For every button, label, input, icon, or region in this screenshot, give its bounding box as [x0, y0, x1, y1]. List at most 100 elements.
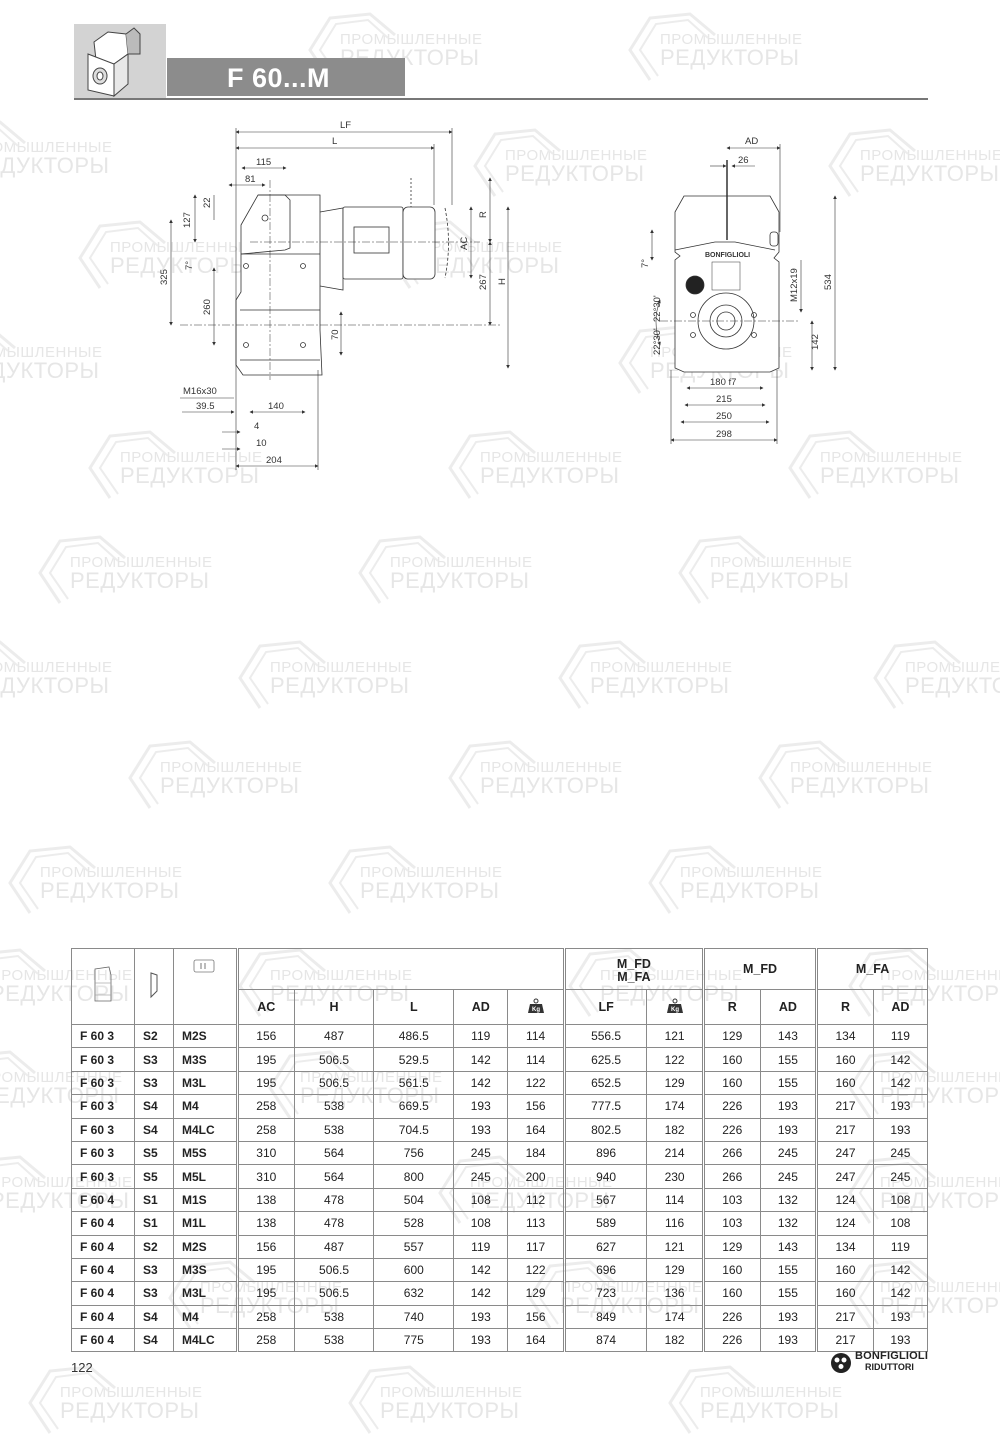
value-cell: 193	[872, 1328, 929, 1353]
model-cell: F 60 3	[71, 1023, 135, 1049]
model-cell: F 60 4	[71, 1328, 135, 1353]
value-cell: 478	[293, 1187, 375, 1213]
value-cell: 704.5	[373, 1117, 455, 1142]
value-cell: 193	[759, 1094, 818, 1119]
value-cell: 112	[507, 1187, 565, 1213]
value-cell: 156	[236, 1023, 295, 1049]
watermark-logo-icon	[678, 535, 766, 604]
watermark-logo-icon	[873, 640, 961, 709]
value-cell: 245	[872, 1140, 929, 1166]
watermark-logo-icon	[648, 845, 736, 914]
svg-text:AC: AC	[459, 237, 470, 250]
value-cell: 164	[507, 1117, 565, 1142]
value-cell: 129	[701, 1023, 761, 1049]
svg-text:Kg: Kg	[671, 1007, 679, 1013]
value-cell: 486.5	[373, 1023, 455, 1049]
value-cell: 132	[759, 1187, 818, 1213]
value-cell: 193	[872, 1117, 929, 1142]
size-cell: S3	[134, 1257, 174, 1283]
value-cell: 195	[236, 1257, 295, 1283]
svg-text:142: 142	[810, 334, 821, 350]
gearbox-icon	[87, 27, 141, 98]
value-cell: 129	[646, 1070, 704, 1096]
motor-cell: M2S	[173, 1023, 238, 1049]
value-cell: 487	[293, 1023, 375, 1049]
value-cell: 310	[236, 1164, 295, 1189]
size-cell: S5	[134, 1140, 174, 1166]
value-cell: 195	[236, 1047, 295, 1072]
value-cell: 156	[507, 1094, 565, 1119]
value-cell: 723	[562, 1281, 648, 1306]
value-cell: 155	[759, 1047, 818, 1072]
mfa-group-header: M_FA	[815, 948, 928, 990]
model-cell: F 60 4	[71, 1234, 135, 1259]
value-cell: 896	[562, 1140, 648, 1166]
value-cell: 556.5	[562, 1023, 648, 1049]
value-cell: 156	[507, 1304, 565, 1330]
value-cell: 160	[701, 1257, 761, 1283]
weight-icon: Kg	[527, 998, 544, 1013]
value-cell: 849	[562, 1304, 648, 1330]
value-cell: 226	[701, 1094, 761, 1119]
watermark-logo-icon	[0, 1155, 46, 1182]
svg-text:22°30': 22°30'	[652, 295, 663, 322]
value-cell: 193	[759, 1328, 818, 1353]
flange-icon	[150, 972, 158, 999]
value-cell: 740	[373, 1304, 455, 1330]
model-cell: F 60 4	[71, 1304, 135, 1330]
value-cell: 119	[872, 1023, 929, 1049]
value-cell: 226	[701, 1328, 761, 1353]
value-cell: 200	[507, 1164, 565, 1189]
motor-cell: M2S	[173, 1234, 238, 1259]
value-cell: 266	[701, 1164, 761, 1189]
value-cell: 174	[646, 1094, 704, 1119]
motor-icon	[193, 959, 215, 973]
product-thumbnail	[74, 24, 166, 98]
svg-text:39.5: 39.5	[196, 401, 215, 412]
header-flange-icon-cell	[134, 948, 174, 1025]
value-cell: 182	[646, 1117, 704, 1142]
motor-cell: M4	[173, 1094, 238, 1119]
value-cell: 108	[872, 1187, 929, 1213]
value-cell: 567	[562, 1187, 648, 1213]
header-gearbox-icon-cell	[71, 948, 135, 1025]
watermark-logo-icon	[668, 1365, 756, 1434]
svg-text:127: 127	[182, 212, 193, 228]
value-cell: 142	[872, 1257, 929, 1283]
value-cell: 245	[872, 1164, 929, 1189]
bonfiglioli-logo-icon	[831, 1353, 851, 1373]
column-header-ad: AD	[453, 989, 509, 1025]
value-cell: 155	[759, 1281, 818, 1306]
svg-text:140: 140	[268, 401, 284, 412]
svg-text:7°: 7°	[640, 259, 651, 268]
svg-text:10: 10	[256, 438, 267, 449]
value-cell: 247	[815, 1140, 874, 1166]
svg-text:215: 215	[716, 394, 732, 405]
svg-text:22°30': 22°30'	[652, 328, 663, 355]
value-cell: 589	[562, 1211, 648, 1236]
watermark-logo-icon	[328, 845, 416, 914]
svg-text:267: 267	[478, 274, 489, 290]
value-cell: 142	[453, 1047, 509, 1072]
size-cell: S1	[134, 1211, 174, 1236]
value-cell: 600	[373, 1257, 455, 1283]
value-cell: 696	[562, 1257, 648, 1283]
value-cell: 777.5	[562, 1094, 648, 1119]
value-cell: 114	[646, 1187, 704, 1213]
value-cell: 504	[373, 1187, 455, 1213]
value-cell: 142	[872, 1047, 929, 1072]
svg-text:7°: 7°	[184, 261, 195, 270]
value-cell: 117	[507, 1234, 565, 1259]
svg-text:Kg: Kg	[532, 1007, 540, 1013]
value-cell: 193	[759, 1304, 818, 1330]
value-cell: 245	[453, 1140, 509, 1166]
size-cell: S2	[134, 1234, 174, 1259]
value-cell: 669.5	[373, 1094, 455, 1119]
svg-text:115: 115	[256, 157, 271, 168]
